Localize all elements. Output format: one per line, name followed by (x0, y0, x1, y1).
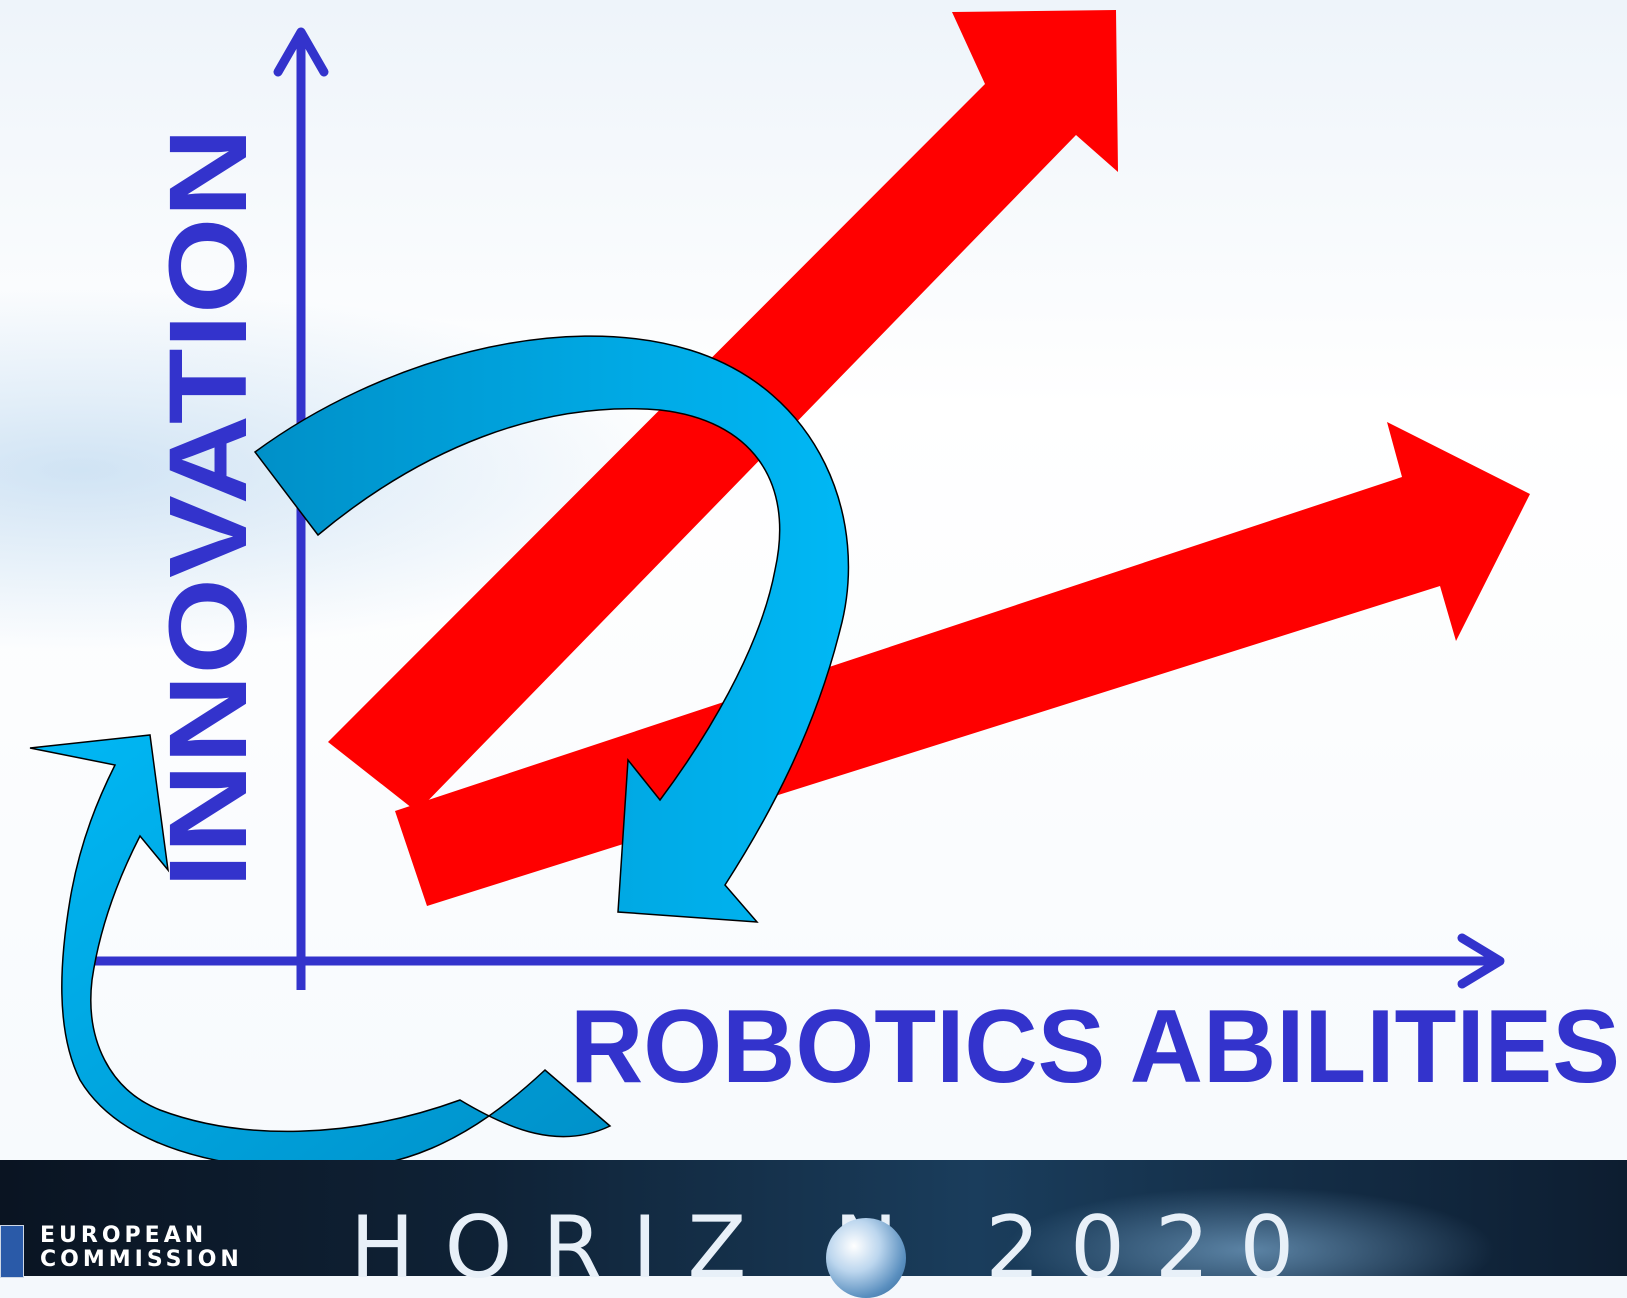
blue-curved-arrow-upper (253, 335, 850, 923)
eu-commission-text: EUROPEAN COMMISSION (40, 1224, 243, 1272)
banner-glow (900, 1160, 1600, 1276)
globe-icon (826, 1218, 906, 1298)
eu-line-1: EUROPEAN (40, 1223, 208, 1248)
red-arrow-shallow (395, 422, 1530, 906)
y-axis-arrowhead (273, 27, 329, 77)
x-axis-label: ROBOTICS ABILITIES (570, 989, 1620, 1105)
eu-flag-icon (0, 1225, 24, 1278)
x-axis-arrowhead (1457, 933, 1505, 989)
horizon-2020-banner (0, 1160, 1627, 1276)
y-axis-label: INNOVATION (147, 128, 270, 888)
eu-line-2: COMMISSION (40, 1247, 243, 1272)
